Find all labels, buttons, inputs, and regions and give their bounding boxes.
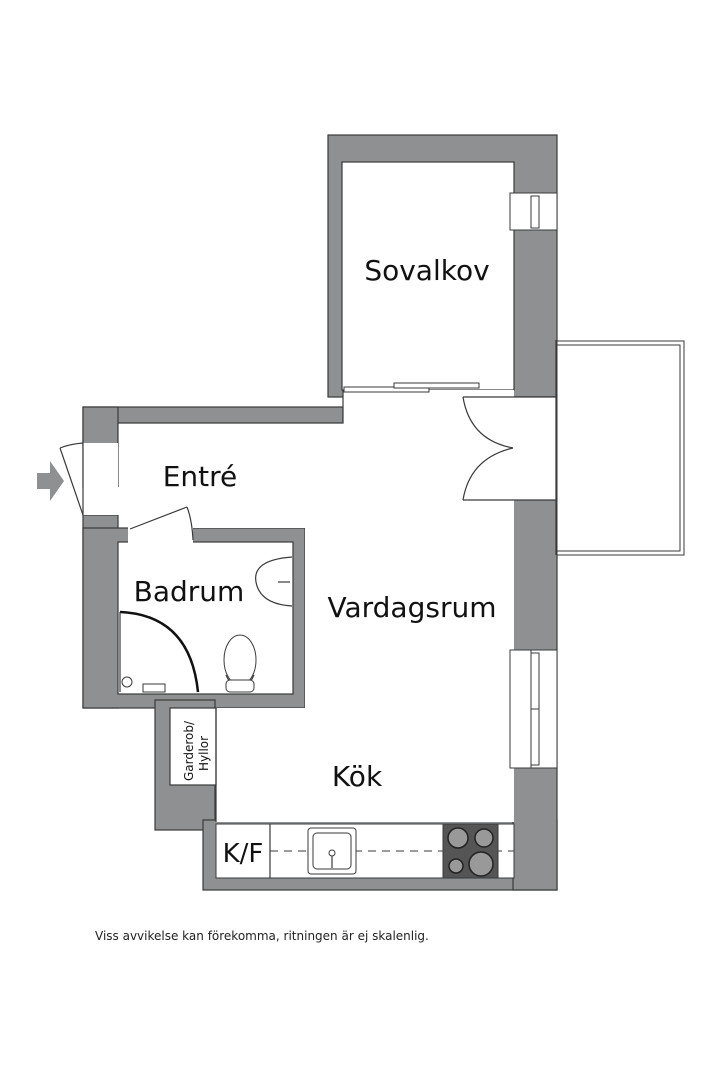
window-sovalkov [509,192,558,231]
entrance-door [59,442,118,516]
label-vardagsrum: Vardagsrum [328,591,497,624]
bathroom-door [128,506,194,543]
sliding-door [343,382,480,393]
label-kf: K/F [223,839,264,869]
room-badrum [117,541,294,695]
shower [119,610,200,693]
label-entre: Entré [163,460,238,493]
balcony [556,340,685,556]
label-sovalkov: Sovalkov [364,254,489,287]
entrance-arrow-icon [37,461,64,501]
label-garderob: Garderob/ [182,720,196,781]
toilet [223,634,257,693]
stove [442,823,499,879]
label-kok: Kök [332,760,383,793]
window-vardagsrum [509,649,558,769]
disclaimer-text: Viss avvikelse kan förekomma, ritningen … [95,929,429,943]
label-hyllor: Hyllor [197,736,211,771]
kitchen-counter [215,823,515,879]
room-vardagsrum [118,390,514,822]
sink-bathroom [255,556,293,607]
room-interiors [117,161,515,822]
label-badrum: Badrum [134,575,245,608]
balcony-door [462,340,557,555]
